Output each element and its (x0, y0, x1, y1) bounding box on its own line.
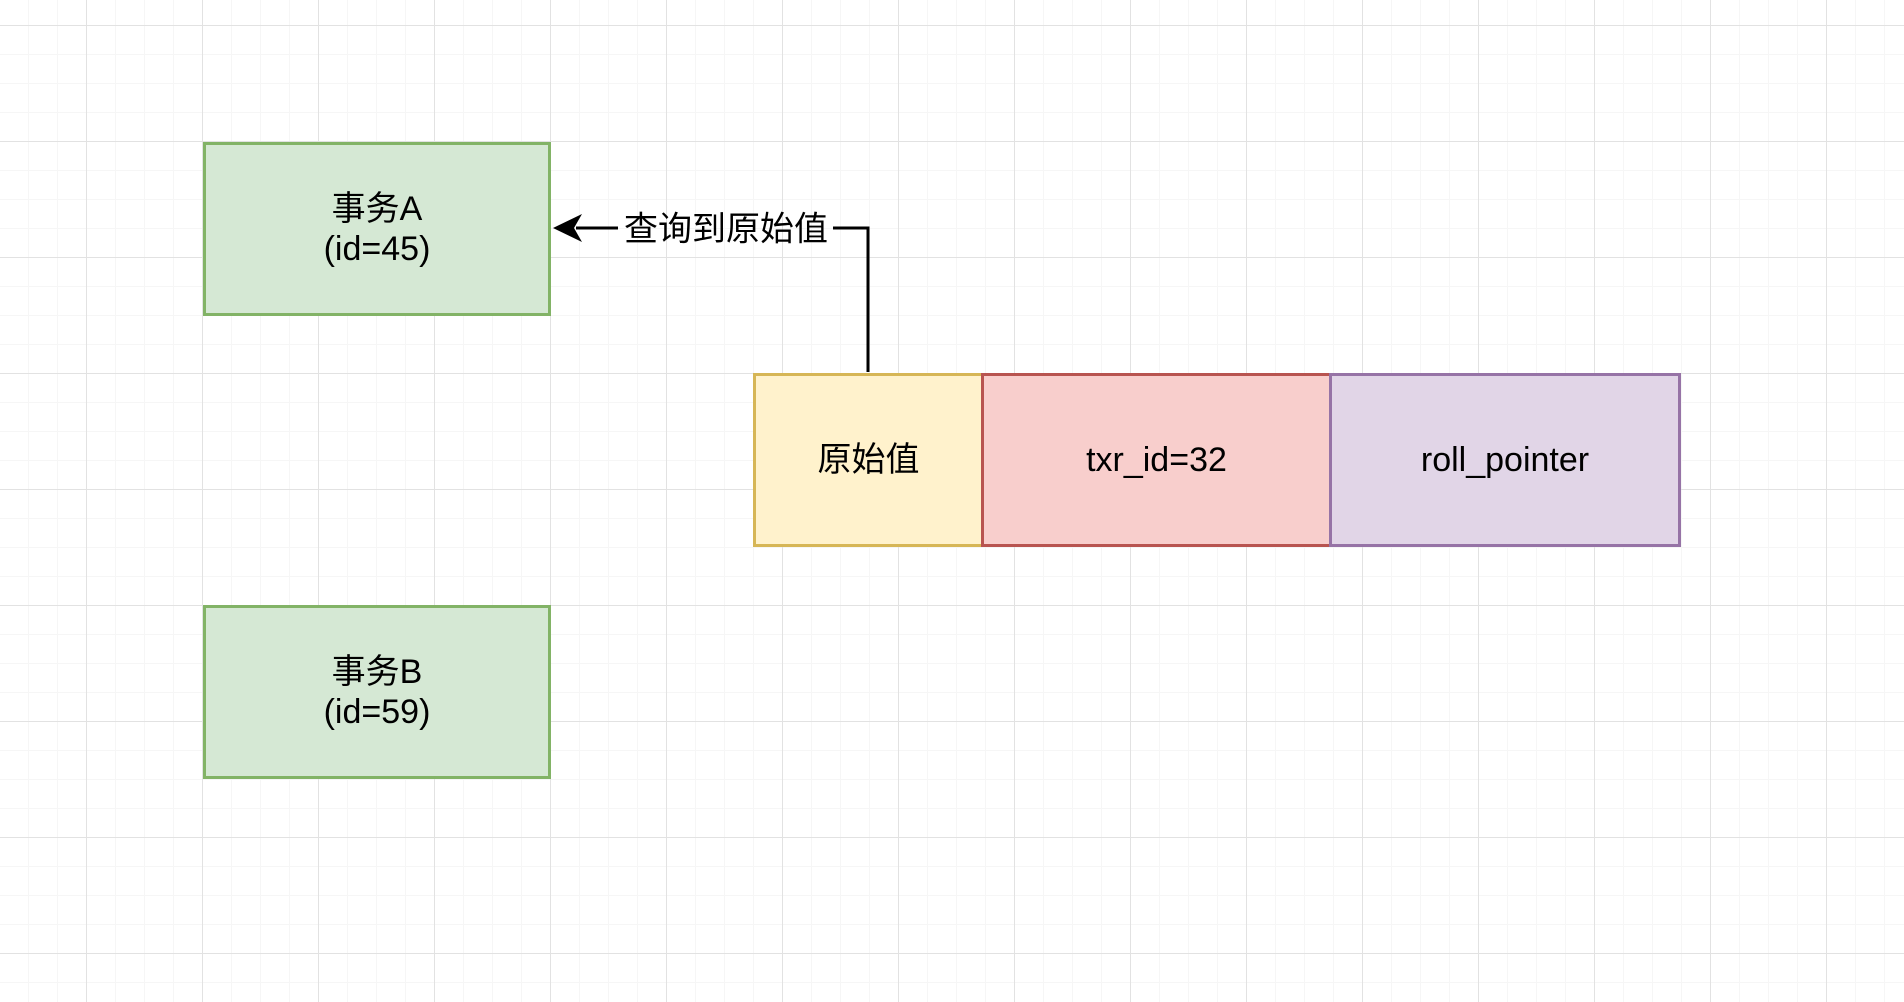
node-transaction-b-title: 事务B (331, 652, 423, 691)
node-txr-id[interactable]: txr_id=32 (981, 373, 1332, 547)
node-original-value[interactable]: 原始值 (753, 373, 984, 547)
node-transaction-b[interactable]: 事务B (id=59) (203, 605, 551, 779)
node-transaction-b-id: (id=59) (323, 693, 431, 731)
connector-label[interactable]: 查询到原始值 (624, 210, 828, 249)
node-transaction-a-title: 事务A (331, 189, 423, 228)
connector-line[interactable] (576, 226, 870, 372)
node-txr-id-label: txr_id=32 (1086, 440, 1227, 479)
node-original-value-label: 原始值 (817, 440, 920, 479)
node-roll-pointer-label: roll_pointer (1420, 440, 1590, 479)
node-transaction-a[interactable]: 事务A (id=45) (203, 142, 551, 316)
node-roll-pointer[interactable]: roll_pointer (1329, 373, 1681, 547)
node-transaction-a-id: (id=45) (323, 230, 431, 268)
